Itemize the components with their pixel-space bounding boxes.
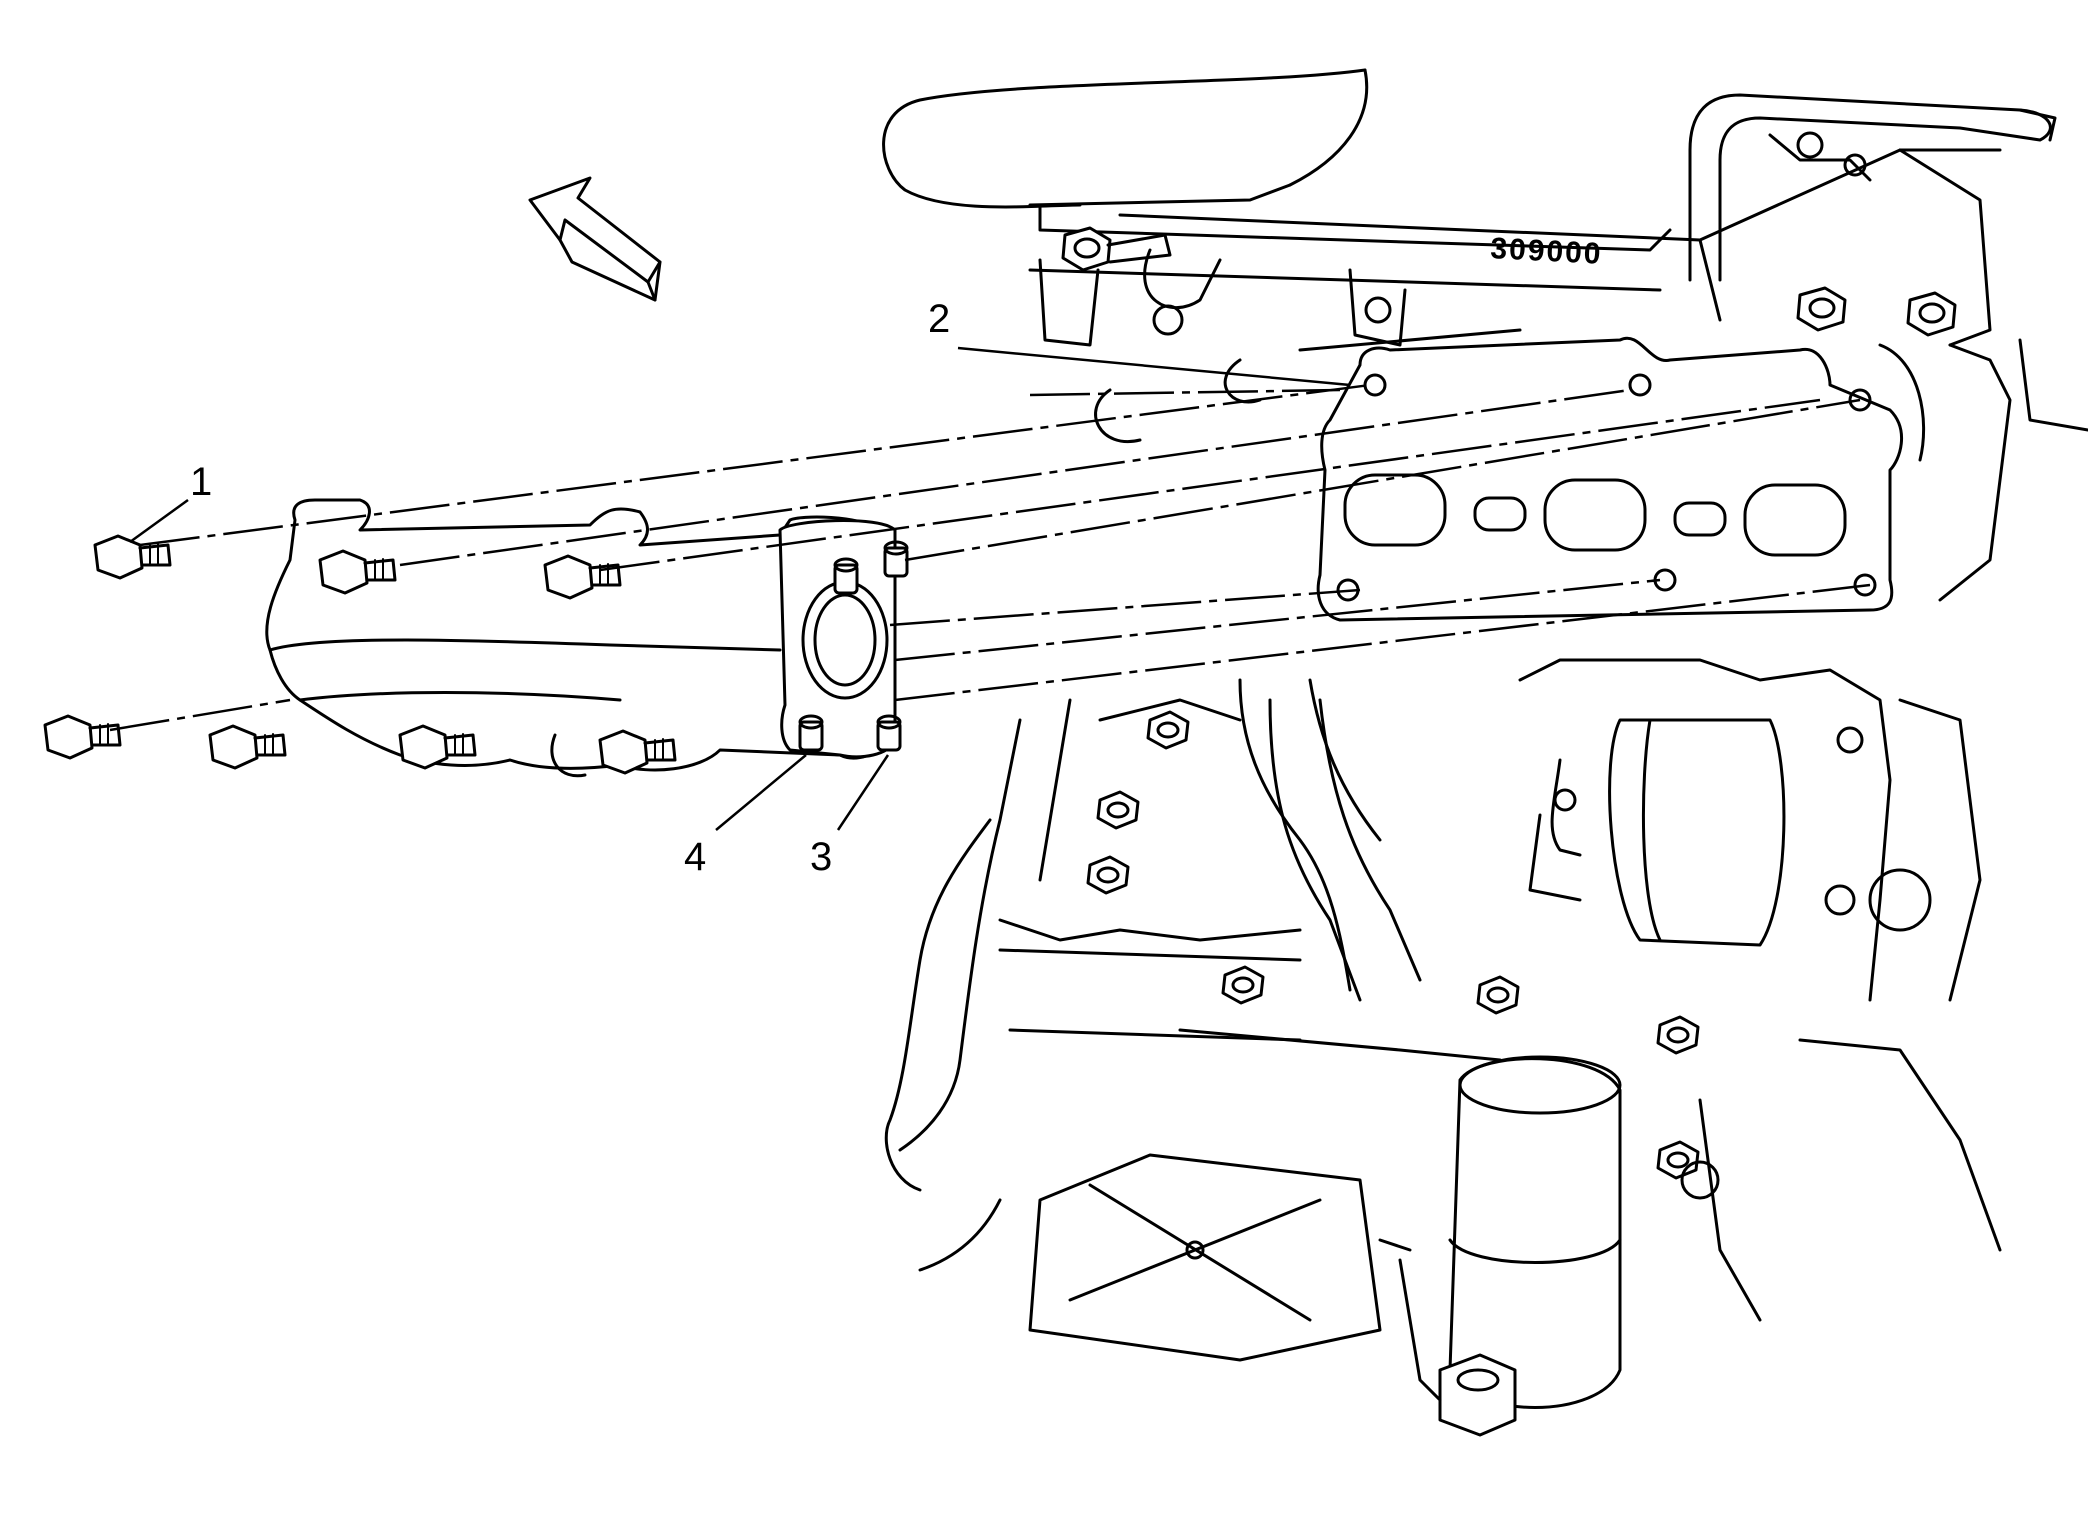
oil-filter-nut (1438, 1353, 1517, 1437)
view-direction-arrow-icon (528, 176, 662, 302)
manifold-bolt (543, 554, 622, 600)
manifold-bolt (398, 724, 477, 770)
block-bolt (1656, 1015, 1700, 1055)
manifold-bolt (318, 549, 397, 595)
manifold-bolt (208, 724, 287, 770)
rail-bolt (1796, 286, 1847, 332)
block-bolt (1476, 975, 1520, 1015)
assembly-lines (109, 383, 1871, 732)
flange-stud (876, 714, 902, 752)
callout-1: 1 (129, 460, 212, 544)
callout-1-label: 1 (190, 460, 212, 504)
manifold-bolt (598, 729, 677, 775)
block-bolt (1656, 1140, 1700, 1180)
engine-lower-structure (884, 658, 2002, 1437)
flange-stud (833, 557, 859, 595)
callout-3-label: 3 (810, 835, 832, 879)
callout-4-label: 4 (684, 835, 706, 879)
exhaust-manifold-gasket (1316, 336, 1904, 622)
manifold-bolt (43, 714, 122, 760)
exhaust-manifold (265, 498, 909, 778)
block-bolt (1086, 855, 1130, 895)
engine-stamp-text: 309000 (1490, 232, 1604, 271)
callout-3: 3 (810, 754, 890, 879)
block-bolt (1146, 710, 1190, 750)
rail-bolt (1906, 291, 1957, 337)
block-bolt (1221, 965, 1265, 1005)
block-bolt (1096, 790, 1140, 830)
rail-bolt (1061, 226, 1172, 272)
flange-stud (798, 714, 824, 752)
callout-2: 2 (928, 297, 1351, 387)
callout-2-label: 2 (928, 297, 950, 341)
flange-stud (883, 540, 909, 578)
callout-4: 4 (684, 754, 807, 879)
manifold-bolt (93, 534, 172, 580)
